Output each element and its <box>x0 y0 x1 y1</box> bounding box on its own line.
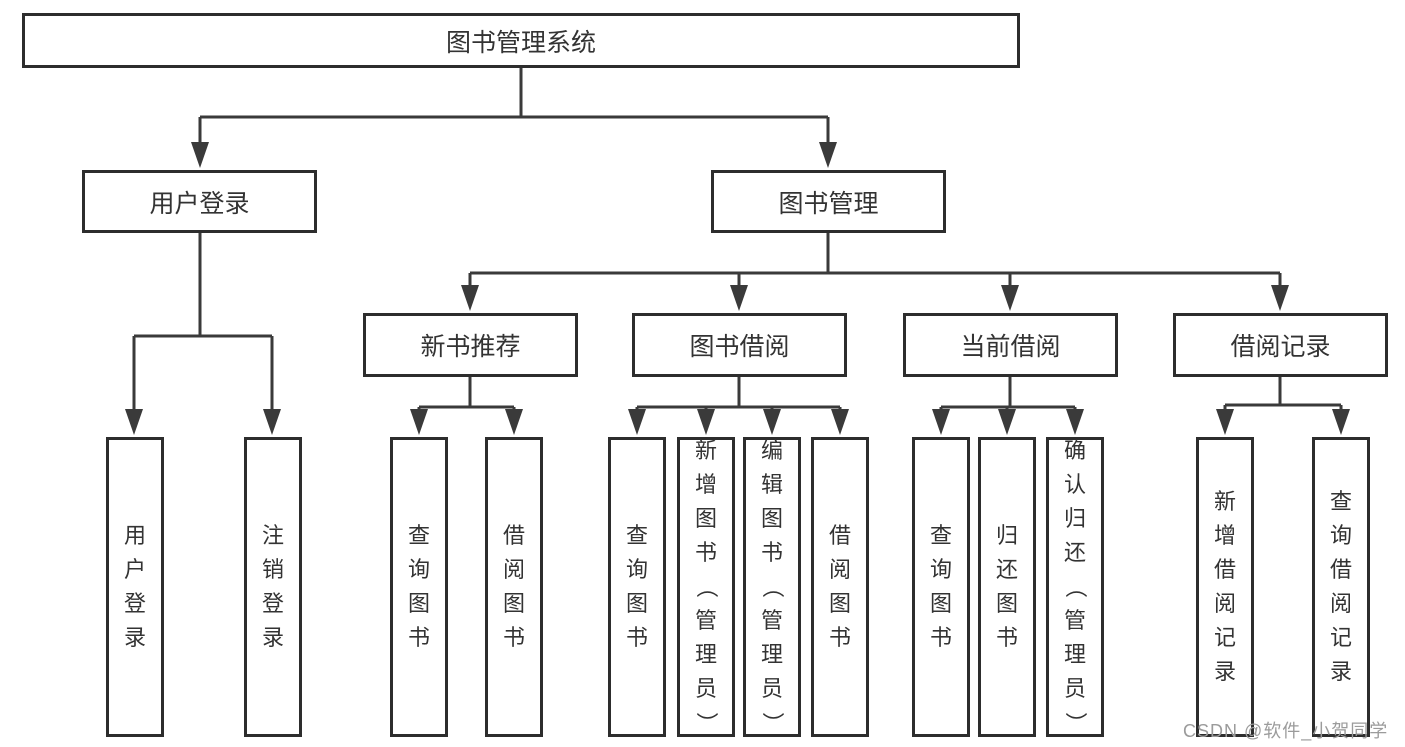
node-return-books: 归还图书 <box>978 437 1036 737</box>
node-label: 图书借阅 <box>689 333 790 361</box>
node-label: 借阅图书 <box>828 523 851 650</box>
arrow-down-icon <box>191 142 209 168</box>
node-label: 查询图书 <box>407 523 430 650</box>
arrow-down-icon <box>697 409 715 435</box>
arrow-down-icon <box>831 409 849 435</box>
node-label: 借阅图书 <box>502 523 525 650</box>
arrow-down-icon <box>730 285 748 311</box>
arrow-down-icon <box>1216 409 1234 435</box>
node-label: 用户登录 <box>123 523 146 650</box>
node-borrow-books-2: 借阅图书 <box>811 437 869 737</box>
node-label: 编辑图书（管理员） <box>759 438 785 735</box>
arrow-down-icon <box>932 409 950 435</box>
node-label: 归还图书 <box>995 523 1018 650</box>
node-label: 确认归还（管理员） <box>1062 438 1088 735</box>
node-user-login: 用户登录 <box>106 437 164 737</box>
node-add-books-admin: 新增图书（管理员） <box>677 437 735 737</box>
node-book-management: 图书管理 <box>711 170 946 233</box>
node-label: 新增图书（管理员） <box>693 438 719 735</box>
arrow-down-icon <box>763 409 781 435</box>
node-new-book-recommend: 新书推荐 <box>363 313 578 377</box>
node-logout: 注销登录 <box>244 437 302 737</box>
arrow-down-icon <box>819 142 837 168</box>
node-label: 图书管理 <box>778 189 879 218</box>
node-book-borrow: 图书借阅 <box>632 313 847 377</box>
node-query-books-2: 查询图书 <box>608 437 666 737</box>
arrow-down-icon <box>1332 409 1350 435</box>
tree-edges <box>132 68 1343 413</box>
node-label: 新增借阅记录 <box>1213 489 1236 684</box>
node-query-borrow-record: 查询借阅记录 <box>1312 437 1370 737</box>
csdn-watermark: CSDN @软件_小贺同学 <box>1183 721 1389 741</box>
arrow-down-icon <box>505 409 523 435</box>
node-borrow-record: 借阅记录 <box>1173 313 1388 377</box>
node-confirm-return-admin: 确认归还（管理员） <box>1046 437 1104 737</box>
arrow-down-icon <box>410 409 428 435</box>
node-query-books-3: 查询图书 <box>912 437 970 737</box>
node-library-management-system: 图书管理系统 <box>22 13 1020 68</box>
arrow-down-icon <box>998 409 1016 435</box>
node-user-login-group: 用户登录 <box>82 170 317 233</box>
node-label: 查询图书 <box>625 523 648 650</box>
node-label: 查询借阅记录 <box>1329 489 1352 684</box>
node-label: 注销登录 <box>261 523 284 650</box>
arrow-down-icon <box>1066 409 1084 435</box>
node-label: 当前借阅 <box>960 333 1061 361</box>
node-borrow-books-1: 借阅图书 <box>485 437 543 737</box>
node-label: 借阅记录 <box>1230 333 1331 361</box>
arrow-down-icon <box>628 409 646 435</box>
arrowheads <box>125 142 1350 435</box>
node-query-books-1: 查询图书 <box>390 437 448 737</box>
node-edit-books-admin: 编辑图书（管理员） <box>743 437 801 737</box>
node-label: 用户登录 <box>149 189 250 218</box>
node-add-borrow-record: 新增借阅记录 <box>1196 437 1254 737</box>
node-label: 图书管理系统 <box>445 28 596 57</box>
arrow-down-icon <box>1271 285 1289 311</box>
node-label: 查询图书 <box>929 523 952 650</box>
arrow-down-icon <box>1001 285 1019 311</box>
node-current-borrow: 当前借阅 <box>903 313 1118 377</box>
node-label: 新书推荐 <box>420 333 521 361</box>
arrow-down-icon <box>461 285 479 311</box>
arrow-down-icon <box>263 409 281 435</box>
arrow-down-icon <box>125 409 143 435</box>
